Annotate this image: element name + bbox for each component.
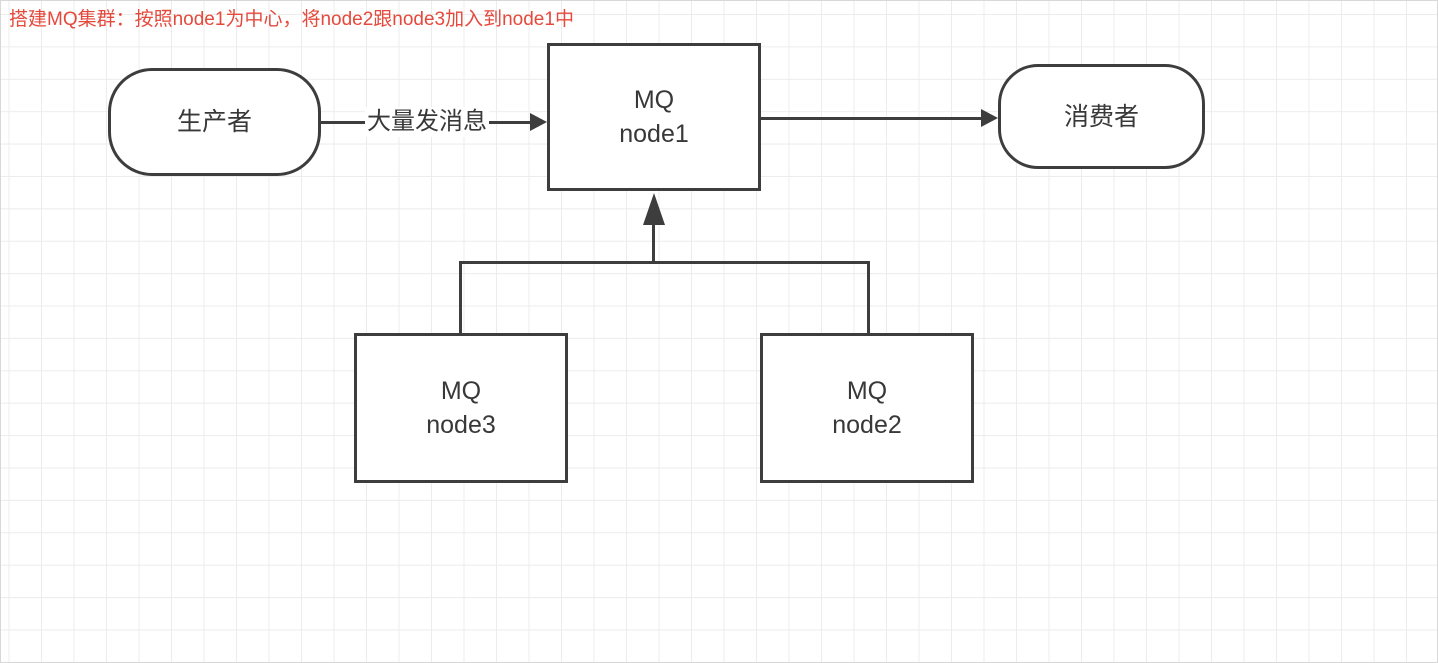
node-mq-node3: MQ node3 [354, 333, 568, 483]
node-mq-node1-label: MQ node1 [619, 86, 689, 148]
node-consumer: 消费者 [998, 64, 1205, 169]
edge-cluster-to-node1-line [652, 223, 655, 264]
edge-cluster-to-node1-arrowhead-icon [643, 193, 665, 225]
edge-node1-to-consumer-line [761, 117, 983, 120]
node-mq-node1: MQ node1 [547, 43, 761, 191]
node-mq-node3-label: MQ node3 [426, 377, 496, 439]
edge-node3-vertical-line [459, 261, 462, 335]
edge-cluster-horizontal-line [459, 261, 870, 264]
node-mq-node2-label: MQ node2 [832, 377, 902, 439]
node-producer-label: 生产者 [176, 108, 252, 136]
node-producer: 生产者 [108, 68, 321, 176]
node-mq-node2: MQ node2 [760, 333, 974, 483]
node-consumer-label: 消费者 [1063, 102, 1139, 131]
diagram-title: 搭建MQ集群：按照node1为中心，将node2跟node3加入到node1中 [9, 9, 574, 30]
edge-node1-to-consumer-arrowhead-icon [981, 109, 998, 127]
edge-producer-to-node1-label: 大量发消息 [365, 107, 489, 137]
edge-node2-vertical-line [867, 261, 870, 335]
edge-producer-to-node1-arrowhead-icon [530, 113, 547, 131]
